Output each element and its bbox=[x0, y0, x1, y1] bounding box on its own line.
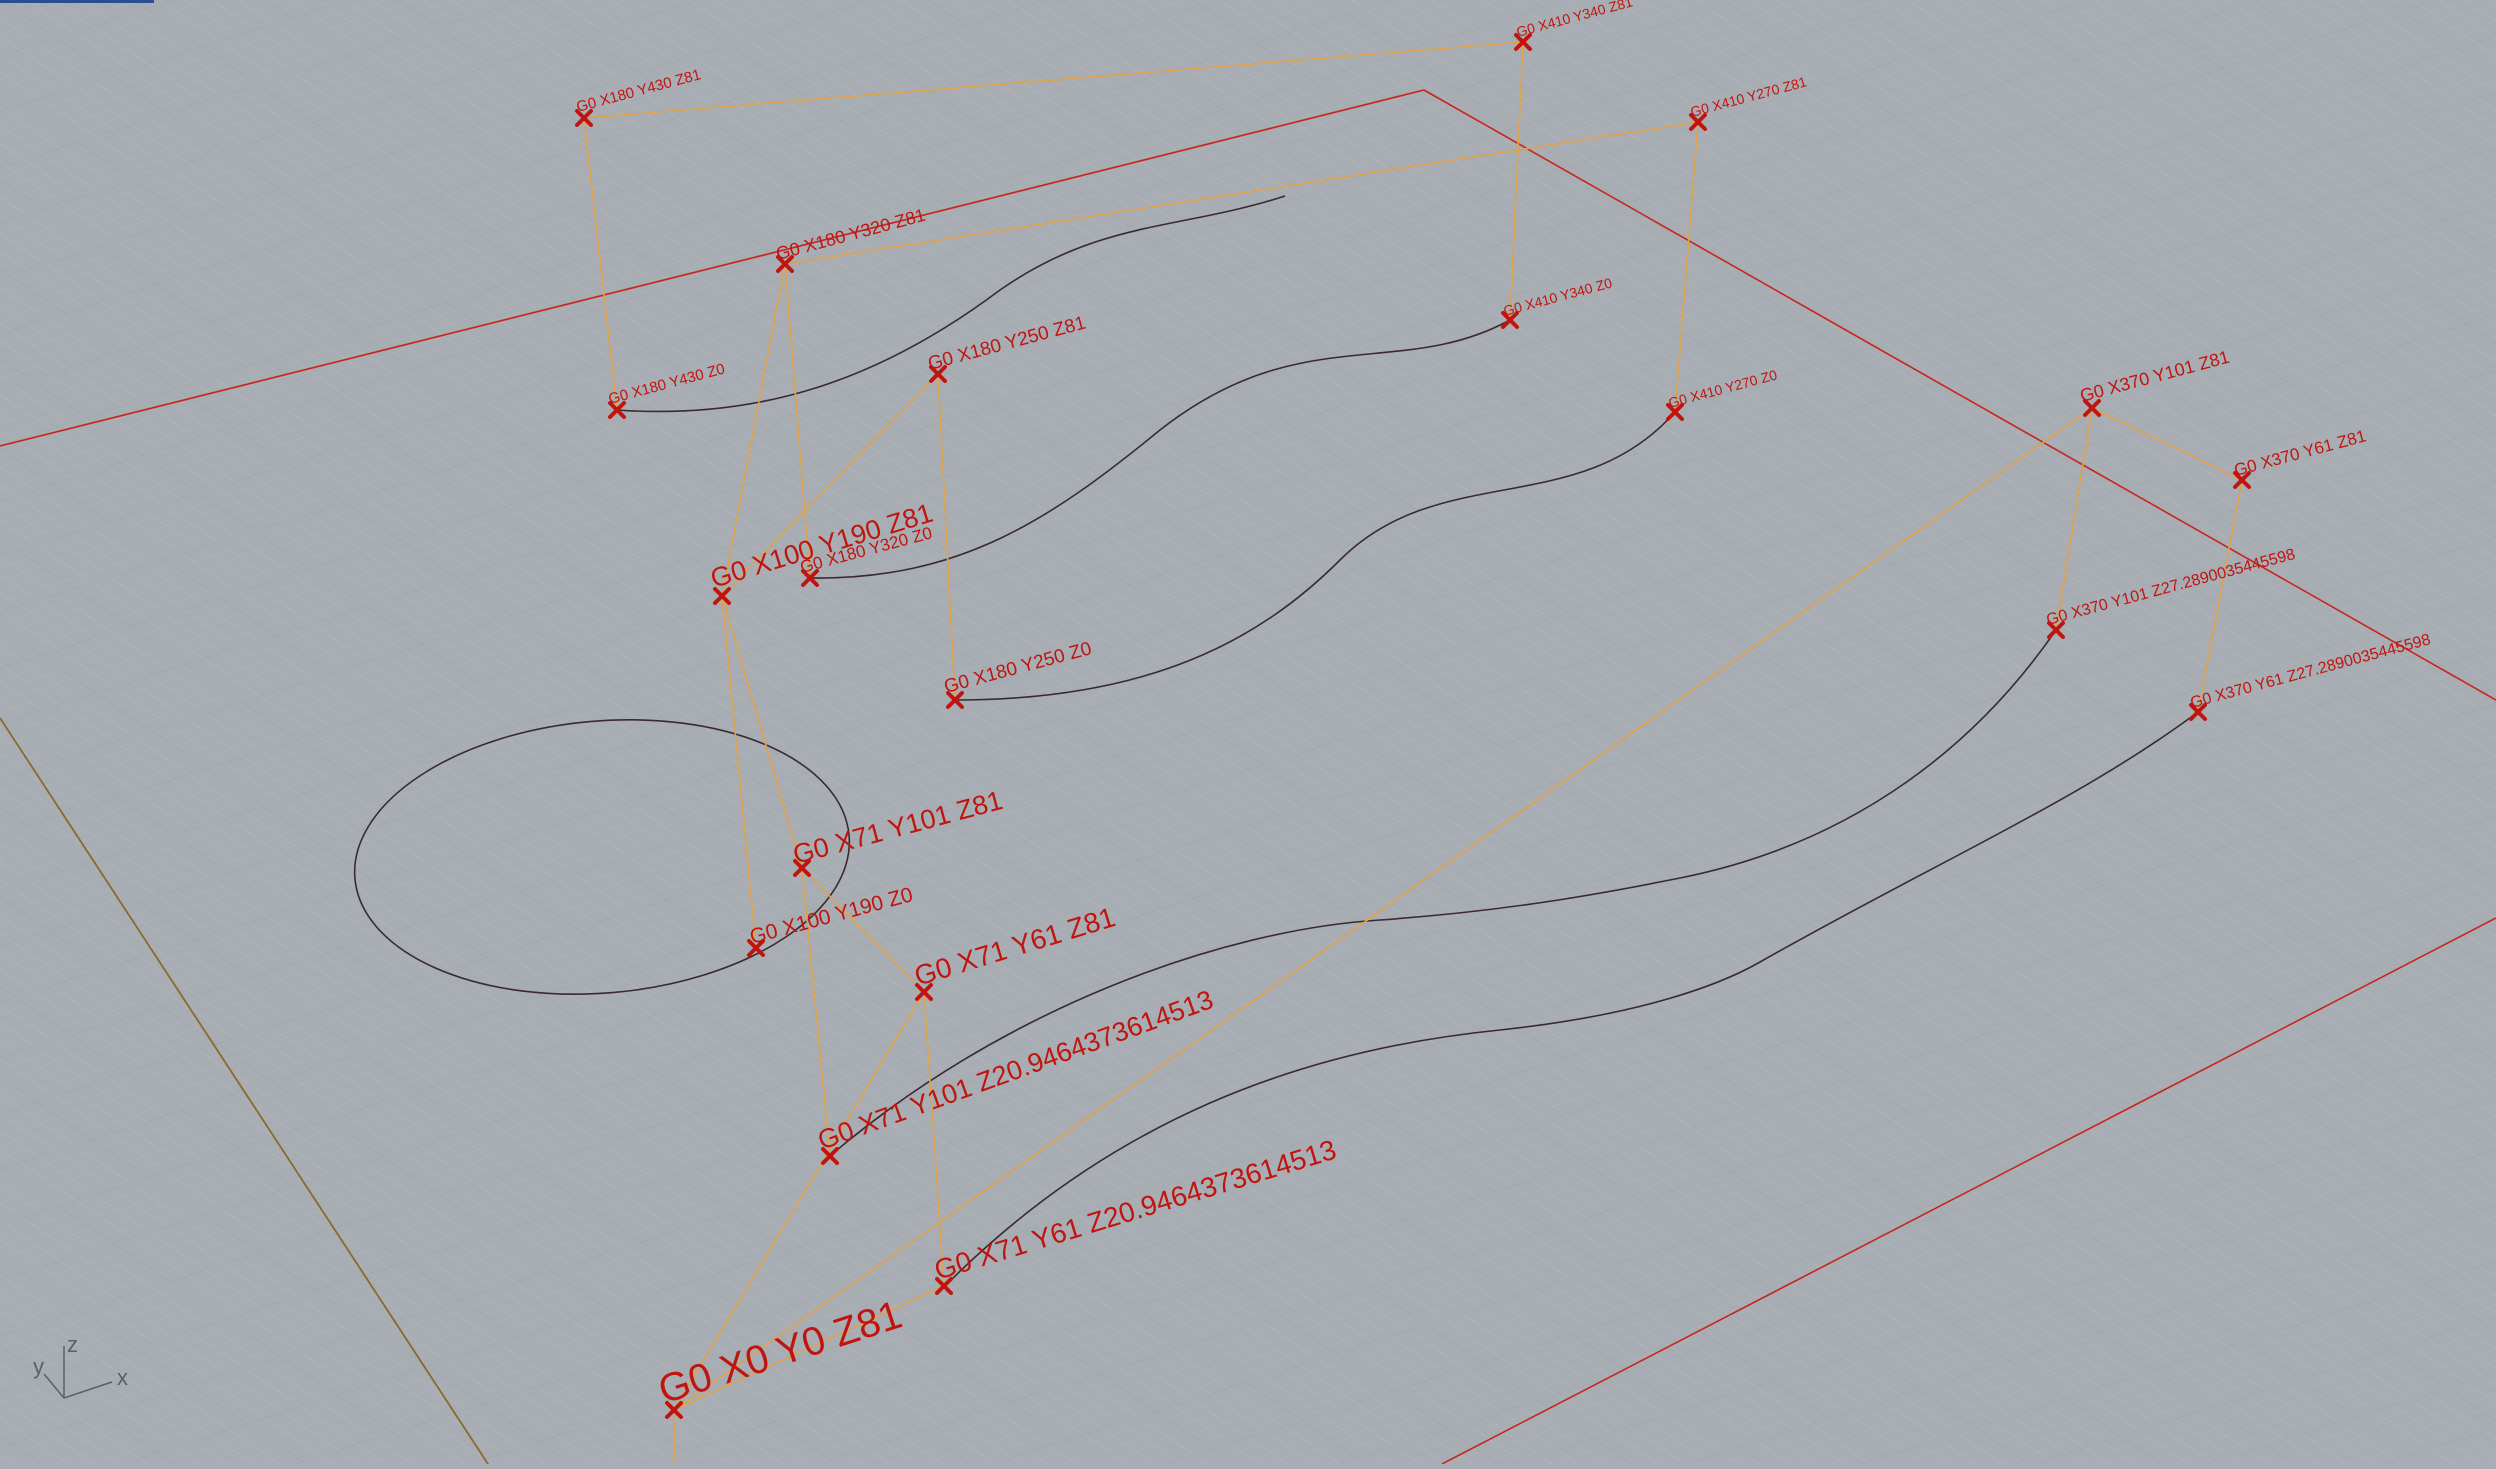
rapid-path-segment bbox=[937, 373, 956, 701]
rapid-path-segment bbox=[721, 373, 939, 597]
work-area-boundary bbox=[0, 89, 2496, 1465]
point-marker-cross[interactable] bbox=[665, 1401, 683, 1419]
point-marker-cross[interactable] bbox=[1501, 311, 1519, 329]
rapid-path-segment bbox=[2055, 407, 2093, 631]
curve-y430 bbox=[616, 195, 1286, 413]
point-marker-cross[interactable] bbox=[801, 569, 819, 587]
point-marker-cross[interactable] bbox=[747, 939, 765, 957]
point-marker-cross[interactable] bbox=[1666, 403, 1684, 421]
gizmo-z-label: z bbox=[67, 1332, 78, 1357]
rapid-path-segment bbox=[923, 991, 945, 1287]
rapid-path-segment bbox=[2091, 407, 2243, 481]
rapid-path-segment bbox=[721, 263, 786, 597]
point-marker-cross[interactable] bbox=[2189, 703, 2207, 721]
rapid-move-paths bbox=[583, 41, 2243, 1464]
point-marker-cross[interactable] bbox=[929, 365, 947, 383]
point-marker-cross[interactable] bbox=[1689, 113, 1707, 131]
rapid-path-segment bbox=[784, 263, 811, 579]
point-marker-cross[interactable] bbox=[793, 859, 811, 877]
rapid-path-segment bbox=[673, 991, 925, 1411]
point-markers bbox=[575, 33, 2251, 1419]
rapid-path-segment bbox=[801, 867, 925, 993]
y-axis-line bbox=[0, 717, 489, 1465]
rapid-path-segment bbox=[721, 595, 757, 949]
rapid-path-segment bbox=[1509, 41, 1524, 321]
point-marker-cross[interactable] bbox=[821, 1147, 839, 1165]
point-marker-cross[interactable] bbox=[2233, 471, 2251, 489]
axis-gizmo: x z y bbox=[33, 1332, 128, 1399]
point-marker-cross[interactable] bbox=[575, 109, 593, 127]
rapid-path-segment bbox=[1674, 121, 1699, 413]
viewport-tab-strip bbox=[0, 0, 154, 3]
rapid-path-segment bbox=[583, 117, 618, 411]
gizmo-x-label: x bbox=[117, 1365, 128, 1390]
curve-y320 bbox=[809, 319, 1511, 579]
point-marker-cross[interactable] bbox=[935, 1277, 953, 1295]
point-marker-cross[interactable] bbox=[2083, 399, 2101, 417]
point-marker-cross[interactable] bbox=[713, 587, 731, 605]
rapid-path-segment bbox=[673, 407, 2093, 1411]
curve-y61 bbox=[944, 711, 2199, 1287]
rapid-path-segment bbox=[2197, 479, 2243, 713]
point-marker-cross[interactable] bbox=[946, 691, 964, 709]
rapid-path-segment bbox=[583, 41, 1524, 119]
curve-y270 bbox=[954, 411, 1676, 701]
point-marker-cross[interactable] bbox=[608, 401, 626, 419]
point-marker-cross[interactable] bbox=[915, 983, 933, 1001]
point-marker-cross[interactable] bbox=[2047, 621, 2065, 639]
curve-y101 bbox=[829, 629, 2057, 1157]
point-marker-cross[interactable] bbox=[776, 255, 794, 273]
circle-arc bbox=[353, 719, 851, 995]
gizmo-y-label: y bbox=[33, 1354, 44, 1379]
rapid-path-segment bbox=[784, 121, 1699, 265]
toolpath-curves bbox=[353, 195, 2199, 1287]
rapid-path-segment bbox=[801, 867, 831, 1157]
point-marker-cross[interactable] bbox=[1514, 33, 1532, 51]
rapid-path-segment bbox=[721, 595, 803, 869]
rapid-path-segment bbox=[673, 1285, 945, 1411]
